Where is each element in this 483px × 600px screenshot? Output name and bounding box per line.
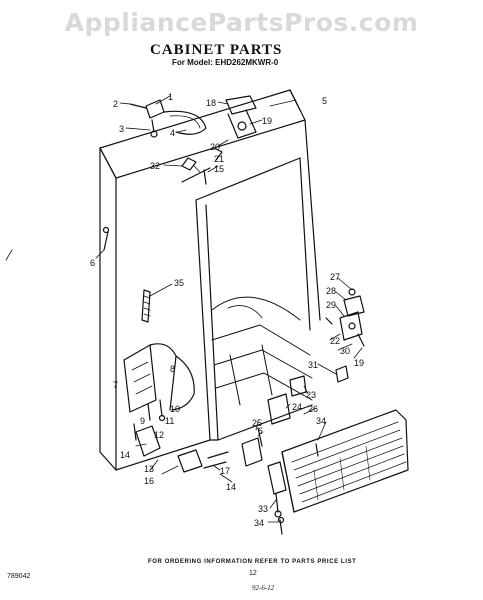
callout-32: 32	[150, 161, 160, 171]
callout-5: 5	[322, 96, 327, 106]
callout-25: 25	[252, 418, 262, 428]
top-hinge-assembly	[129, 95, 257, 161]
callout-29: 29	[326, 300, 336, 310]
cabinet-interior	[211, 296, 313, 406]
callout-10: 10	[170, 404, 180, 414]
callout-17: 17	[220, 466, 230, 476]
callout-30: 30	[340, 346, 350, 356]
callout-28: 28	[326, 286, 336, 296]
callout-4: 4	[170, 128, 175, 138]
callout-15: 15	[214, 164, 224, 174]
callout-13: 13	[144, 464, 154, 474]
callout-33: 33	[258, 504, 268, 514]
watermark: AppliancePartsPros.com	[64, 8, 419, 37]
callout-19b: 19	[354, 358, 364, 368]
page-title: CABINET PARTS	[150, 42, 283, 58]
callout-11: 11	[165, 416, 174, 426]
callout-22: 22	[330, 336, 340, 346]
callout-3: 3	[119, 124, 124, 134]
toe-grille	[277, 409, 409, 535]
callout-12: 12	[154, 430, 164, 440]
callout-8: 8	[170, 364, 175, 374]
callout-35: 35	[174, 278, 184, 288]
callout-20: 20	[210, 142, 220, 152]
callout-23: 23	[306, 390, 316, 400]
callout-9: 9	[140, 416, 145, 426]
callout-21: 21	[214, 154, 224, 164]
callout-27: 27	[330, 272, 340, 282]
callout-19: 19	[262, 116, 272, 126]
lower-left-roller	[133, 423, 229, 473]
callout-34: 34	[316, 416, 326, 426]
callout-2: 2	[113, 99, 118, 109]
page-number: 12	[249, 570, 257, 577]
callout-6b: 6	[258, 426, 263, 436]
lower-left-bracket	[123, 343, 195, 422]
revision-date: 92-6-12	[252, 584, 275, 592]
callout-26: 26	[308, 404, 318, 414]
document-number: 789042	[7, 573, 31, 580]
callout-1: 1	[168, 92, 173, 102]
callout-34b: 34	[254, 518, 264, 528]
cabinet-shell	[99, 89, 321, 471]
callout-labels: 1 2 3 4 5 6 6 7 8 9 10 11 12 13 14 14 15…	[90, 92, 364, 528]
part-35-spring	[141, 289, 151, 323]
leader-lines	[5, 95, 363, 523]
leveling-leg	[267, 461, 287, 518]
callout-18: 18	[206, 98, 216, 108]
right-hinge-assembly	[325, 288, 365, 383]
callout-14b: 14	[226, 482, 236, 492]
top-screws	[102, 157, 207, 251]
callout-16: 16	[144, 476, 154, 486]
callout-14: 14	[120, 450, 130, 460]
bottom-center-parts	[241, 375, 307, 467]
callout-31: 31	[308, 360, 318, 370]
model-number: For Model: EHD262MKWR-0	[172, 58, 279, 67]
callout-6: 6	[90, 258, 95, 268]
callout-7: 7	[113, 380, 118, 390]
ordering-note: FOR ORDERING INFORMATION REFER TO PARTS …	[148, 559, 357, 565]
callout-24: 24	[292, 402, 302, 412]
